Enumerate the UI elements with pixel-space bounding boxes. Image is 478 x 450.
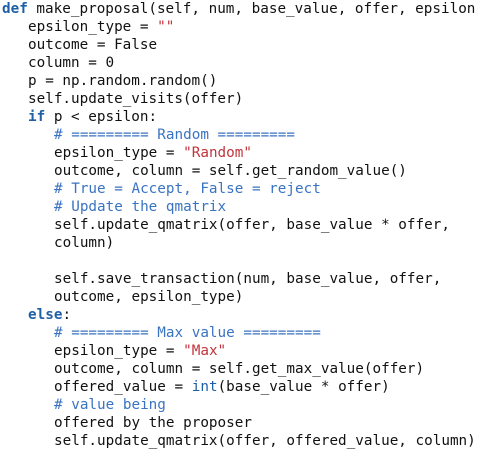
code-line: # Update the qmatrix [54, 198, 226, 216]
code-line: outcome = False [28, 36, 157, 54]
code-token-str: "" [157, 19, 175, 35]
code-token-plain: : [62, 307, 72, 323]
code-line: offered_value = int(base_value * offer) [54, 378, 390, 396]
code-token-plain: make_proposal(self, num, base_value, off… [27, 1, 478, 17]
code-token-str: "Max" [183, 343, 227, 359]
code-token-plain: offered_value = [54, 379, 192, 395]
code-token-com: # True = Accept, False = reject [54, 181, 321, 197]
code-token-kw: def [2, 1, 28, 17]
code-token-plain: self.update_qmatrix(offer, base_value * … [54, 217, 450, 233]
code-token-plain: self.save_transaction(num, base_value, o… [54, 271, 442, 287]
code-token-com: # ========= Max value ========= [54, 325, 321, 341]
code-line: column = 0 [28, 54, 114, 72]
code-line: outcome, epsilon_type) [54, 288, 243, 306]
code-token-plain: outcome, column = self.get_random_value(… [54, 163, 407, 179]
code-token-com: # value being [54, 397, 166, 413]
code-line: # ========= Max value ========= [54, 324, 321, 342]
code-line: outcome, column = self.get_random_value(… [54, 162, 407, 180]
code-token-plain: outcome, epsilon_type) [54, 289, 244, 305]
code-line: self.update_visits(offer) [28, 90, 243, 108]
code-token-com: # ========= Random ========= [54, 127, 296, 143]
code-token-kw: if [28, 109, 46, 125]
code-line: epsilon_type = "Random" [54, 144, 252, 162]
code-line: epsilon_type = "" [28, 18, 174, 36]
code-line: self.update_qmatrix(offer, offered_value… [54, 432, 476, 450]
code-line: p = np.random.random() [28, 72, 217, 90]
code-line: def make_proposal(self, num, base_value,… [2, 0, 478, 18]
code-token-plain: self.update_qmatrix(offer, offered_value… [54, 433, 476, 449]
code-token-plain: offered by the proposer [54, 415, 252, 431]
code-line: # value being [54, 396, 166, 414]
code-token-str: "Random" [183, 145, 252, 161]
code-line: column) [54, 234, 114, 252]
code-token-plain: p < epsilon: [45, 109, 158, 125]
code-token-bi: int [191, 379, 218, 395]
code-token-plain: self.update_visits(offer) [28, 91, 244, 107]
code-token-plain: column) [54, 235, 115, 251]
code-token-plain: (base_value * offer) [217, 379, 390, 395]
code-token-plain: epsilon_type = [54, 343, 184, 359]
code-line: # ========= Random ========= [54, 126, 295, 144]
code-line: self.update_qmatrix(offer, base_value * … [54, 216, 450, 234]
code-line: if p < epsilon: [28, 108, 157, 126]
code-line: offered by the proposer [54, 414, 252, 432]
code-line: # True = Accept, False = reject [54, 180, 321, 198]
code-token-plain: outcome, column = self.get_max_value(off… [54, 361, 425, 377]
code-token-kw: else [28, 307, 63, 323]
code-line: else: [28, 306, 71, 324]
code-token-plain: epsilon_type = [54, 145, 184, 161]
code-line: epsilon_type = "Max" [54, 342, 226, 360]
code-token-plain: p = np.random.random() [28, 73, 218, 89]
code-line: self.save_transaction(num, base_value, o… [54, 270, 441, 288]
code-line: outcome, column = self.get_max_value(off… [54, 360, 424, 378]
code-token-com: # Update the qmatrix [54, 199, 227, 215]
code-token-plain: epsilon_type = [28, 19, 158, 35]
code-token-plain: column = 0 [28, 55, 115, 71]
code-token-plain: outcome = False [28, 37, 158, 53]
